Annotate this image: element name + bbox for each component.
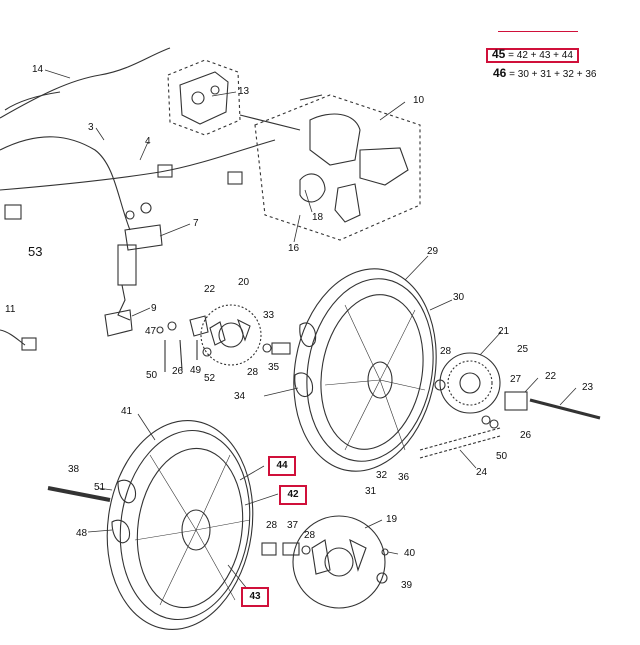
part-label-48[interactable]: 48 (76, 528, 88, 539)
part-label-16[interactable]: 16 (288, 243, 300, 254)
part-label-43[interactable]: 43 (241, 587, 269, 607)
part-label-22-rear[interactable]: 22 (545, 371, 557, 382)
part-label-24[interactable]: 24 (476, 467, 488, 478)
part-label-50-front[interactable]: 50 (146, 370, 158, 381)
part-label-34[interactable]: 34 (234, 391, 246, 402)
part-label-26-rear[interactable]: 26 (520, 430, 532, 441)
part-label-38[interactable]: 38 (68, 464, 80, 475)
part-label-31[interactable]: 31 (365, 486, 377, 497)
formula-45: 45 = 42 + 43 + 44 (486, 47, 579, 63)
formula-45-rhs: = 42 + 43 + 44 (508, 50, 573, 61)
accent-line (498, 31, 578, 32)
part-label-36[interactable]: 36 (398, 472, 410, 483)
part-label-21[interactable]: 21 (498, 326, 510, 337)
part-label-18[interactable]: 18 (312, 212, 324, 223)
part-label-33[interactable]: 33 (263, 310, 275, 321)
part-label-37[interactable]: 37 (287, 520, 299, 531)
part-label-49[interactable]: 49 (190, 365, 202, 376)
part-label-19[interactable]: 19 (386, 514, 398, 525)
part-label-42[interactable]: 42 (279, 485, 307, 505)
brake-hose-3 (0, 136, 131, 231)
brake-hose-14 (0, 47, 171, 119)
part-label-22-front[interactable]: 22 (204, 284, 216, 295)
part-label-51[interactable]: 51 (94, 482, 106, 493)
part-label-44[interactable]: 44 (268, 456, 296, 476)
part-label-39[interactable]: 39 (401, 580, 413, 591)
part-label-50-rear[interactable]: 50 (496, 451, 508, 462)
part-label-28-disc[interactable]: 28 (304, 530, 316, 541)
part-label-41[interactable]: 41 (121, 406, 133, 417)
part-label-29[interactable]: 29 (427, 246, 439, 257)
part-label-14[interactable]: 14 (32, 64, 44, 75)
part-label-11[interactable]: 11 (5, 304, 16, 315)
part-label-7[interactable]: 7 (193, 218, 199, 229)
formula-46-rhs: = 30 + 31 + 32 + 36 (509, 69, 597, 80)
part-label-25[interactable]: 25 (517, 344, 529, 355)
part-label-53[interactable]: 53 (28, 244, 43, 259)
part-label-28-left[interactable]: 28 (247, 367, 259, 378)
part-label-28-hub[interactable]: 28 (266, 520, 278, 531)
part-label-13[interactable]: 13 (238, 86, 250, 97)
part-label-28-rear[interactable]: 28 (440, 346, 452, 357)
part-label-26-front[interactable]: 26 (172, 366, 184, 377)
brake-hose-4 (0, 139, 276, 191)
part-label-3[interactable]: 3 (88, 122, 94, 133)
part-label-35[interactable]: 35 (268, 362, 280, 373)
part-label-47[interactable]: 47 (145, 326, 157, 337)
part-label-4[interactable]: 4 (145, 136, 151, 147)
part-label-10[interactable]: 10 (413, 95, 425, 106)
formula-46-lhs: 46 (493, 66, 507, 80)
part-label-30[interactable]: 30 (453, 292, 465, 303)
part-label-27[interactable]: 27 (510, 374, 522, 385)
part-label-40[interactable]: 40 (404, 548, 416, 559)
part-label-9[interactable]: 9 (151, 303, 157, 314)
formula-46: 46 = 30 + 31 + 32 + 36 (493, 66, 596, 82)
part-label-23[interactable]: 23 (582, 382, 594, 393)
formula-45-lhs: 45 (492, 47, 506, 61)
part-label-20[interactable]: 20 (238, 277, 250, 288)
part-label-52[interactable]: 52 (204, 373, 216, 384)
part-label-32[interactable]: 32 (376, 470, 388, 481)
